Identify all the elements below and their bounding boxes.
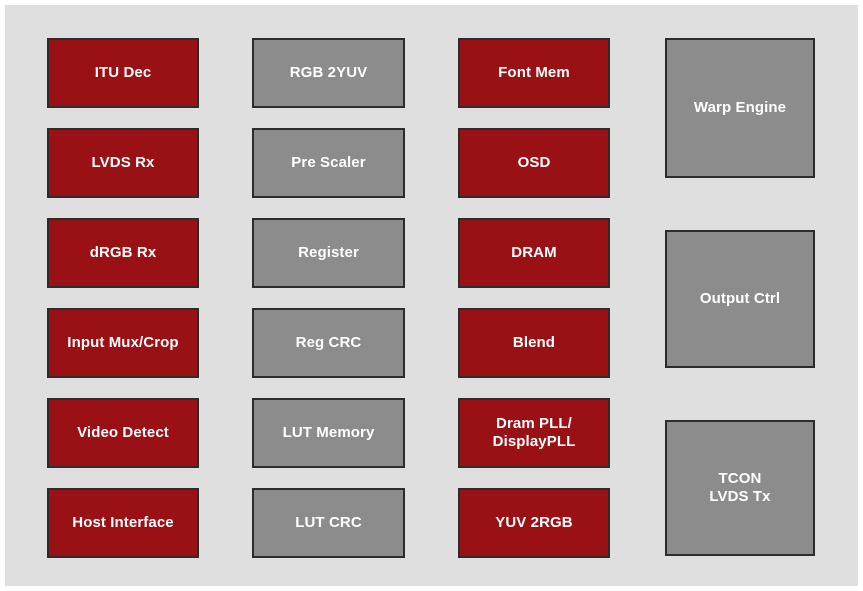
block-font-mem[interactable]: Font Mem	[458, 38, 610, 108]
block-warp-engine[interactable]: Warp Engine	[665, 38, 815, 178]
block-drgb-rx[interactable]: dRGB Rx	[47, 218, 199, 288]
block-dram-pll-displaypll[interactable]: Dram PLL/ DisplayPLL	[458, 398, 610, 468]
block-register[interactable]: Register	[252, 218, 405, 288]
block-yuv-2rgb[interactable]: YUV 2RGB	[458, 488, 610, 558]
block-lut-crc[interactable]: LUT CRC	[252, 488, 405, 558]
block-rgb-2yuv[interactable]: RGB 2YUV	[252, 38, 405, 108]
block-dram[interactable]: DRAM	[458, 218, 610, 288]
block-pre-scaler[interactable]: Pre Scaler	[252, 128, 405, 198]
block-output-ctrl[interactable]: Output Ctrl	[665, 230, 815, 368]
block-lvds-rx[interactable]: LVDS Rx	[47, 128, 199, 198]
block-blend[interactable]: Blend	[458, 308, 610, 378]
block-host-interface[interactable]: Host Interface	[47, 488, 199, 558]
block-input-mux-crop[interactable]: Input Mux/Crop	[47, 308, 199, 378]
block-video-detect[interactable]: Video Detect	[47, 398, 199, 468]
block-itu-dec[interactable]: ITU Dec	[47, 38, 199, 108]
block-tcon-lvds-tx[interactable]: TCON LVDS Tx	[665, 420, 815, 556]
block-reg-crc[interactable]: Reg CRC	[252, 308, 405, 378]
block-lut-memory[interactable]: LUT Memory	[252, 398, 405, 468]
block-osd[interactable]: OSD	[458, 128, 610, 198]
